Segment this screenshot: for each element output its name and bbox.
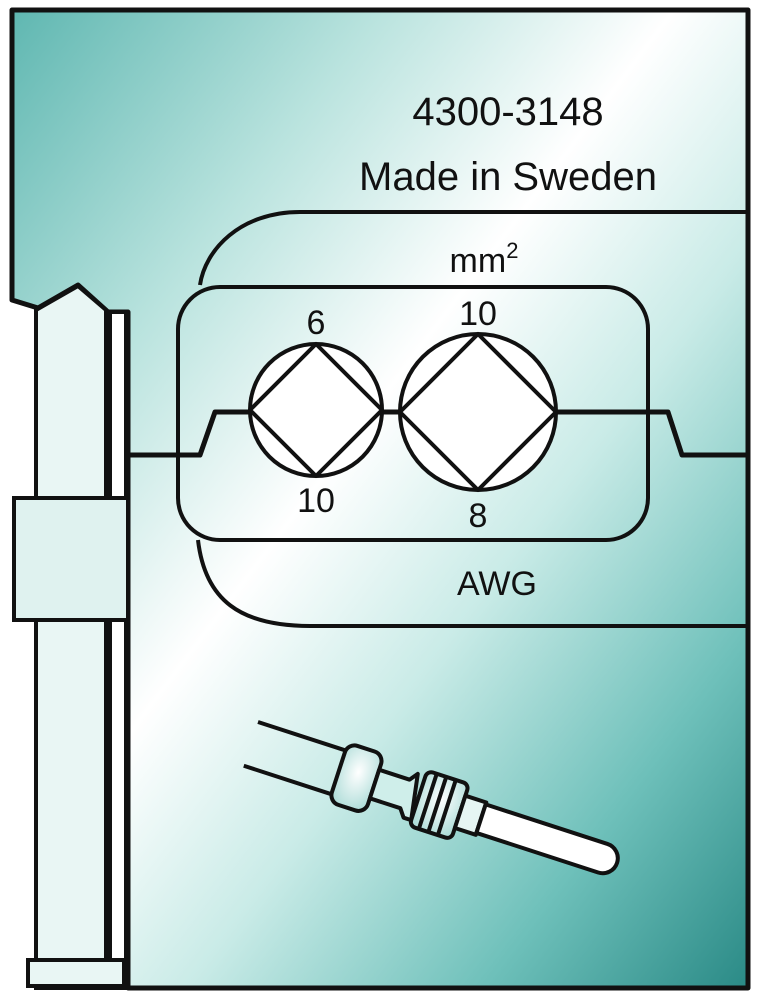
mounting-rail <box>26 283 128 990</box>
lower-jaw-outline <box>196 539 748 628</box>
cavity-small-awg: 10 <box>297 482 335 520</box>
parting-line <box>128 409 748 458</box>
crimp-contact-pin-icon <box>243 720 620 876</box>
cavity-large-mm2: 10 <box>459 295 497 333</box>
unit-awg-label: AWG <box>457 565 537 603</box>
cavity-large <box>398 332 558 492</box>
origin-label: Made in Sweden <box>359 155 657 199</box>
square-indent-icon <box>248 342 384 478</box>
upper-jaw-outline <box>198 210 748 286</box>
square-indent-icon <box>398 332 558 492</box>
cavity-small-mm2: 6 <box>307 304 326 342</box>
unit-mm2-label: mm2 <box>450 238 519 280</box>
cavity-large-awg: 8 <box>469 497 488 535</box>
die-key-tab <box>12 496 130 622</box>
part-number: 4300-3148 <box>412 90 603 134</box>
cavity-small <box>248 342 384 478</box>
